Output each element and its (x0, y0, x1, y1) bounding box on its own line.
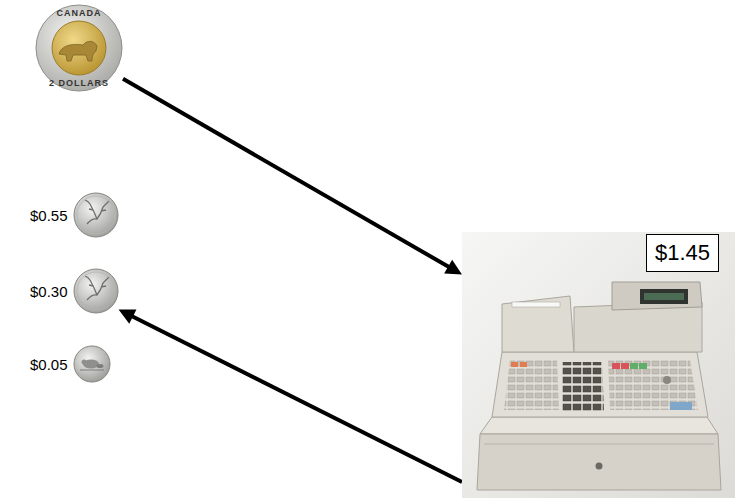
toonie-coin-part (36, 5, 122, 91)
cash-register-part (663, 376, 671, 384)
cash-register-part (520, 362, 527, 367)
quarter-coin-part (74, 193, 118, 237)
cash-register-part (630, 363, 638, 369)
nickel-coin-part (96, 364, 103, 368)
quarter-coin-part (74, 269, 118, 313)
cash-register-part (484, 444, 714, 445)
cash-register-part (502, 296, 574, 352)
cash-register-part (644, 293, 684, 300)
cash-register-part (596, 463, 603, 470)
coin-node: $0.55 (30, 192, 119, 238)
nickel-coin (73, 345, 111, 383)
cash-register-part (477, 434, 721, 490)
arrow (119, 309, 462, 482)
cash-register-part (462, 232, 735, 498)
amount-label: $0.05 (30, 356, 68, 373)
cash-register-part (640, 289, 688, 304)
cash-register-part (511, 362, 518, 367)
arrow-head (119, 309, 137, 323)
cash-register-part (608, 360, 698, 410)
cash-register-part (512, 302, 560, 307)
coin-node: $0.05 (30, 345, 111, 383)
nickel-coin-part (74, 346, 110, 382)
coin-inscription: 2 DOLLARS (35, 78, 123, 88)
arrow-head (444, 260, 462, 275)
amount-label: $0.30 (30, 283, 68, 300)
quarter-coin-part (77, 196, 115, 234)
quarter-coin (73, 268, 119, 314)
amount-label: $0.55 (30, 207, 68, 224)
toonie-coin-part (52, 21, 106, 75)
cash-register-part (562, 362, 604, 412)
price-tag: $1.45 (646, 234, 719, 272)
cash-register-part (504, 360, 559, 410)
arrow-line (131, 316, 462, 482)
quarter-coin-part (85, 276, 109, 300)
nickel-coin-part (81, 360, 86, 365)
arrow-line (123, 79, 450, 268)
arrow (123, 79, 462, 275)
nickel-coin-part (80, 370, 104, 371)
quarter-coin (73, 192, 119, 238)
toonie-coin-part (59, 41, 97, 61)
cash-register-part (639, 363, 647, 369)
quarter-coin-part (77, 272, 115, 310)
cash-register-part (480, 417, 718, 434)
quarter-coin-part (85, 200, 109, 224)
toonie-coin-node: CANADA 2 DOLLARS (35, 4, 123, 92)
cash-register-part (621, 363, 629, 369)
cash-register-part (670, 402, 692, 410)
register-node: $1.45 (462, 232, 735, 498)
coin-node: $0.30 (30, 268, 119, 314)
cash-register-part (612, 282, 702, 310)
cash-register-part (612, 363, 620, 369)
coin-inscription: CANADA (35, 8, 123, 18)
cash-register-part (492, 352, 708, 417)
